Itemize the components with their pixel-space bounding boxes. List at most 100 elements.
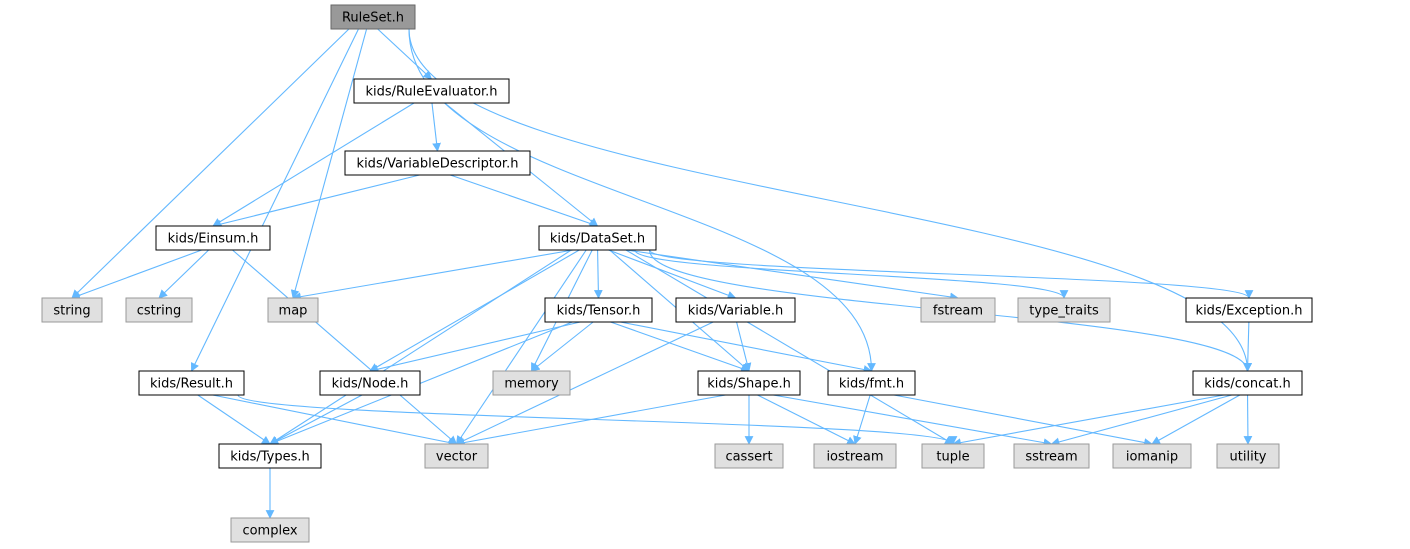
edge-dataset-to-fstream xyxy=(626,249,959,302)
node-types-label: kids/Types.h xyxy=(230,450,310,465)
edge-einsum-to-vector xyxy=(232,249,458,445)
node-memory-box xyxy=(492,370,571,396)
node-concat-label: kids/concat.h xyxy=(1204,377,1290,392)
node-einsum-label: kids/Einsum.h xyxy=(168,232,259,247)
node-map-label: map xyxy=(279,304,308,319)
edge-ruleeval-to-einsum xyxy=(212,102,415,227)
edge-ruleset-to-map xyxy=(290,28,368,299)
node-fmt-box xyxy=(827,370,916,396)
node-variable-box xyxy=(675,297,796,323)
node-iomanip-label: iomanip xyxy=(1126,450,1178,465)
edge-result-to-vector xyxy=(212,394,458,447)
edge-dataset-to-node xyxy=(369,249,580,372)
node-fstream-label: fstream xyxy=(933,304,983,319)
edge-ruleset-to-ruleeval xyxy=(377,28,433,80)
edge-dataset-to-tuple xyxy=(625,249,954,445)
node-map-box xyxy=(267,297,319,323)
node-tensor-label: kids/Tensor.h xyxy=(557,304,641,319)
node-memory: memory xyxy=(492,370,571,396)
edge-variable-to-shape xyxy=(736,321,752,372)
node-node[interactable]: kids/Node.h xyxy=(319,370,421,396)
node-type_traits-box xyxy=(1017,297,1111,323)
node-vardesc-label: kids/VariableDescriptor.h xyxy=(357,157,519,172)
node-sstream-label: sstream xyxy=(1025,450,1077,465)
node-result-label: kids/Result.h xyxy=(150,377,233,392)
edge-shape-to-iostream xyxy=(757,394,856,445)
node-memory-label: memory xyxy=(504,377,559,392)
node-fstream: fstream xyxy=(920,297,996,323)
node-utility-box xyxy=(1216,443,1280,469)
node-sstream: sstream xyxy=(1013,443,1090,469)
edge-vardesc-to-dataset xyxy=(450,174,599,228)
node-fmt-label: kids/fmt.h xyxy=(839,377,904,392)
edge-exception-to-concat xyxy=(1243,321,1253,372)
node-iomanip-box xyxy=(1112,443,1192,469)
edge-ruleset-to-concat xyxy=(408,28,1252,372)
edge-concat-to-sstream xyxy=(1050,394,1232,447)
node-tensor-box xyxy=(544,297,653,323)
edge-dataset-to-type_traits xyxy=(634,249,1069,299)
edge-variable-to-vector xyxy=(455,321,714,445)
node-complex-box xyxy=(230,517,310,543)
node-types-box xyxy=(218,443,322,469)
node-variable[interactable]: kids/Variable.h xyxy=(675,297,796,323)
edge-vardesc-to-einsum xyxy=(212,174,420,229)
node-einsum[interactable]: kids/Einsum.h xyxy=(155,225,271,251)
edge-result-to-tuple xyxy=(237,394,958,445)
node-vardesc[interactable]: kids/VariableDescriptor.h xyxy=(344,150,531,176)
node-exception-label: kids/Exception.h xyxy=(1196,304,1303,319)
dependency-nodes: RuleSet.h kids/RuleEvaluator.h kids/Variab… xyxy=(41,4,1313,543)
node-shape-label: kids/Shape.h xyxy=(707,377,791,392)
node-node-box xyxy=(319,370,421,396)
node-tensor[interactable]: kids/Tensor.h xyxy=(544,297,653,323)
node-ruleset[interactable]: RuleSet.h xyxy=(330,4,416,30)
node-ruleset-label: RuleSet.h xyxy=(342,11,404,26)
node-shape[interactable]: kids/Shape.h xyxy=(697,370,801,396)
node-string-label: string xyxy=(53,304,90,319)
node-dataset[interactable]: kids/DataSet.h xyxy=(538,225,657,251)
node-result-box xyxy=(138,370,245,396)
node-exception[interactable]: kids/Exception.h xyxy=(1185,297,1313,323)
node-sstream-box xyxy=(1013,443,1090,469)
node-variable-label: kids/Variable.h xyxy=(688,304,784,319)
node-vector-label: vector xyxy=(436,450,478,465)
edge-dataset-to-map xyxy=(292,249,574,301)
edge-dataset-to-exception xyxy=(649,249,1254,299)
edge-einsum-to-string xyxy=(71,249,202,300)
edge-shape-to-sstream xyxy=(773,394,1053,447)
node-string: string xyxy=(41,297,103,323)
node-concat-box xyxy=(1192,370,1303,396)
node-vardesc-box xyxy=(344,150,531,176)
node-ruleeval-box xyxy=(353,78,510,104)
edge-tensor-to-fmt xyxy=(620,321,873,374)
node-cassert: cassert xyxy=(714,443,784,469)
edge-tensor-to-node xyxy=(369,321,581,374)
node-iostream: iostream xyxy=(813,443,897,469)
edge-dataset-to-types xyxy=(269,249,572,445)
node-type_traits: type_traits xyxy=(1017,297,1111,323)
node-iostream-box xyxy=(813,443,897,469)
node-cstring-box xyxy=(125,297,193,323)
node-cstring: cstring xyxy=(125,297,193,323)
node-type_traits-label: type_traits xyxy=(1029,304,1099,319)
edge-result-to-types xyxy=(197,394,271,445)
node-fstream-box xyxy=(920,297,996,323)
node-fmt[interactable]: kids/fmt.h xyxy=(827,370,916,396)
node-map: map xyxy=(267,297,319,323)
node-exception-box xyxy=(1185,297,1313,323)
node-iostream-label: iostream xyxy=(826,450,883,465)
edge-shape-to-vector xyxy=(455,394,726,447)
edge-fmt-to-iomanip xyxy=(893,394,1153,447)
node-einsum-box xyxy=(155,225,271,251)
node-concat[interactable]: kids/concat.h xyxy=(1192,370,1303,396)
node-types[interactable]: kids/Types.h xyxy=(218,443,322,469)
edge-tensor-to-shape xyxy=(610,321,750,373)
node-ruleeval[interactable]: kids/RuleEvaluator.h xyxy=(353,78,510,104)
node-ruleset-box xyxy=(330,4,416,30)
edge-concat-to-iomanip xyxy=(1151,394,1241,445)
node-complex: complex xyxy=(230,517,310,543)
node-result[interactable]: kids/Result.h xyxy=(138,370,245,396)
node-shape-box xyxy=(697,370,801,396)
node-tuple-label: tuple xyxy=(936,450,969,465)
